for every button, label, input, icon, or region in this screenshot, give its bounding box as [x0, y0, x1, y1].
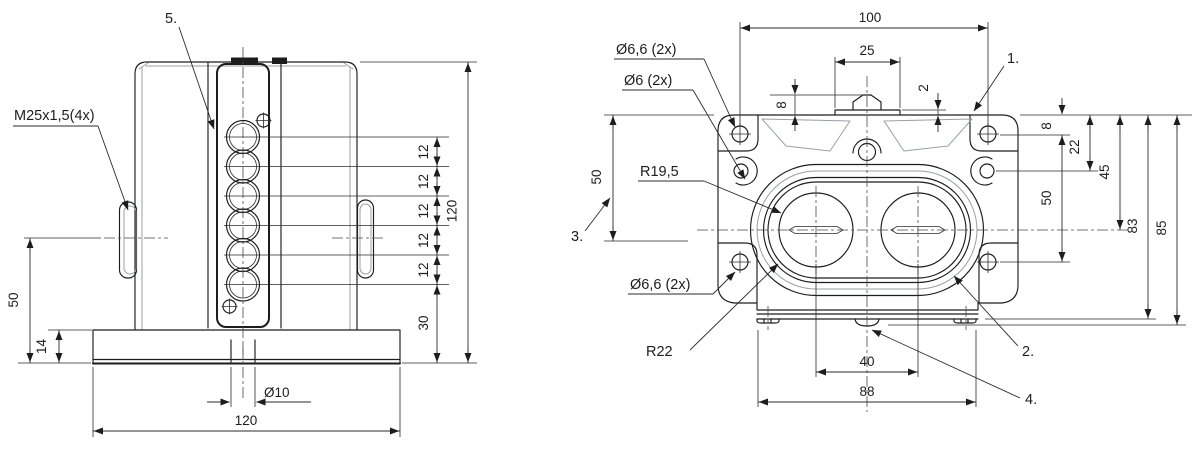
front-dimensions-bottom: Ø10 120: [92, 367, 401, 437]
callout-5: 5.: [165, 11, 177, 27]
dim-8-top: 8: [774, 101, 789, 109]
base-flange: [92, 329, 401, 365]
top-view-labels: Ø6,6 (2x) Ø6 (2x) R19,5 Ø6,6 (2x) R22: [614, 42, 781, 360]
dim-pitch-5: 12: [416, 262, 431, 277]
callout-4: 4.: [1025, 392, 1037, 408]
top-tab: [834, 94, 901, 116]
callout-3: 3.: [571, 229, 583, 245]
plate-outline: [717, 114, 1019, 311]
mounting-holes: [729, 123, 999, 273]
top-dimensions: 100 25 8 2: [739, 10, 989, 132]
top-view-centerlines: [697, 76, 1130, 412]
front-dimensions-left: 50 14: [6, 237, 101, 364]
front-callouts: 5. M25x1,5(4x): [13, 11, 215, 210]
hole-label-mid: Ø6 (2x): [624, 73, 672, 89]
terminal-strip: [216, 57, 287, 328]
top-view: 100 25 8 2 8 50 22 45: [571, 10, 1192, 412]
dim-45: 45: [1097, 164, 1112, 179]
dim-83: 83: [1125, 218, 1140, 233]
dim-8-right: 8: [1039, 122, 1054, 130]
dim-50: 50: [6, 292, 21, 307]
dim-2: 2: [916, 84, 931, 92]
thread-label: M25x1,5(4x): [14, 108, 95, 124]
dim-100: 100: [859, 10, 882, 25]
front-view: 12 12 12 12 12 30 120 50 14 Ø10: [6, 11, 477, 437]
bottom-dimensions: 40 88: [757, 330, 977, 407]
callout-1: 1.: [1007, 51, 1019, 67]
cable-glands: [104, 199, 386, 279]
callout-2: 2.: [1022, 344, 1034, 360]
front-dimensions-right: 12 12 12 12 12 30 120: [224, 61, 477, 364]
hole-label-top: Ø6,6 (2x): [616, 42, 676, 58]
dim-85: 85: [1154, 220, 1169, 235]
dim-pitch-2: 12: [416, 174, 431, 189]
dim-pitch-3: 12: [416, 203, 431, 218]
dim-30: 30: [416, 315, 431, 330]
dim-pitch-1: 12: [416, 144, 431, 159]
dim-22: 22: [1067, 139, 1082, 154]
dim-40: 40: [859, 354, 874, 369]
dim-hole-10: Ø10: [264, 385, 290, 400]
top-view-callouts: 1. 2. 3. 4.: [571, 51, 1037, 408]
radius-inner-label: R19,5: [640, 164, 679, 180]
left-dimension: 50: [589, 114, 714, 242]
dim-14: 14: [34, 339, 49, 355]
dim-50-right: 50: [1039, 190, 1054, 205]
strip-screws: [221, 112, 272, 315]
radius-outer-label: R22: [646, 344, 673, 360]
right-dimension-stack: 8 50 22 45 83 85: [888, 98, 1192, 326]
hole-label-bottom: Ø6,6 (2x): [630, 277, 690, 293]
dim-height-120: 120: [445, 200, 460, 223]
dim-25: 25: [859, 43, 874, 58]
dim-width-120: 120: [235, 413, 258, 428]
dim-88: 88: [859, 384, 874, 399]
dim-pitch-4: 12: [416, 233, 431, 248]
dim-50-left: 50: [589, 169, 604, 184]
